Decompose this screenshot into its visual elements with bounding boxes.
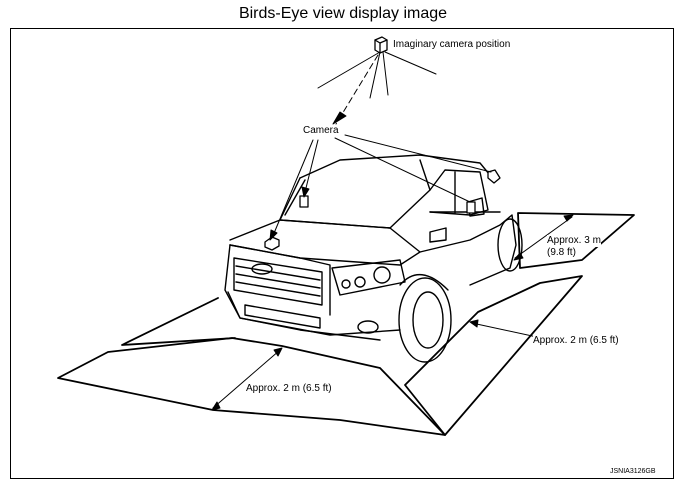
approx-3m-label-line2: (9.8 ft) <box>547 247 576 259</box>
emblem-icon <box>251 263 273 275</box>
approx-2m-front-label: Approx. 2 m (6.5 ft) <box>246 383 332 395</box>
rear-camera-icon <box>487 169 501 184</box>
front-zone <box>57 337 446 436</box>
imaginary-camera-label: Imaginary camera position <box>393 39 511 50</box>
diagram-title: Birds-Eye view display image <box>238 5 448 22</box>
imaginary-camera-rays <box>317 51 437 125</box>
camera-label: Camera <box>303 125 339 136</box>
approx-2m-side-label: Approx. 2 m (6.5 ft) <box>533 335 619 347</box>
figure-code: JSNIA3126GB <box>610 468 656 475</box>
imaginary-camera-icon <box>374 36 388 54</box>
rear-zone <box>517 212 635 269</box>
approx-3m-label-line1: Approx. 3 m <box>547 235 601 247</box>
ground-zones <box>57 212 635 436</box>
front-camera-icon <box>264 236 280 251</box>
diagram-frame <box>10 28 674 479</box>
camera-leader-lines <box>269 134 492 241</box>
car-outline <box>224 154 523 363</box>
side-zone <box>404 275 583 436</box>
camera-icons <box>264 36 501 251</box>
front-left-zone <box>121 297 236 346</box>
mirror-camera-left-icon <box>299 195 309 208</box>
mirror-camera-right-icon <box>466 201 476 214</box>
